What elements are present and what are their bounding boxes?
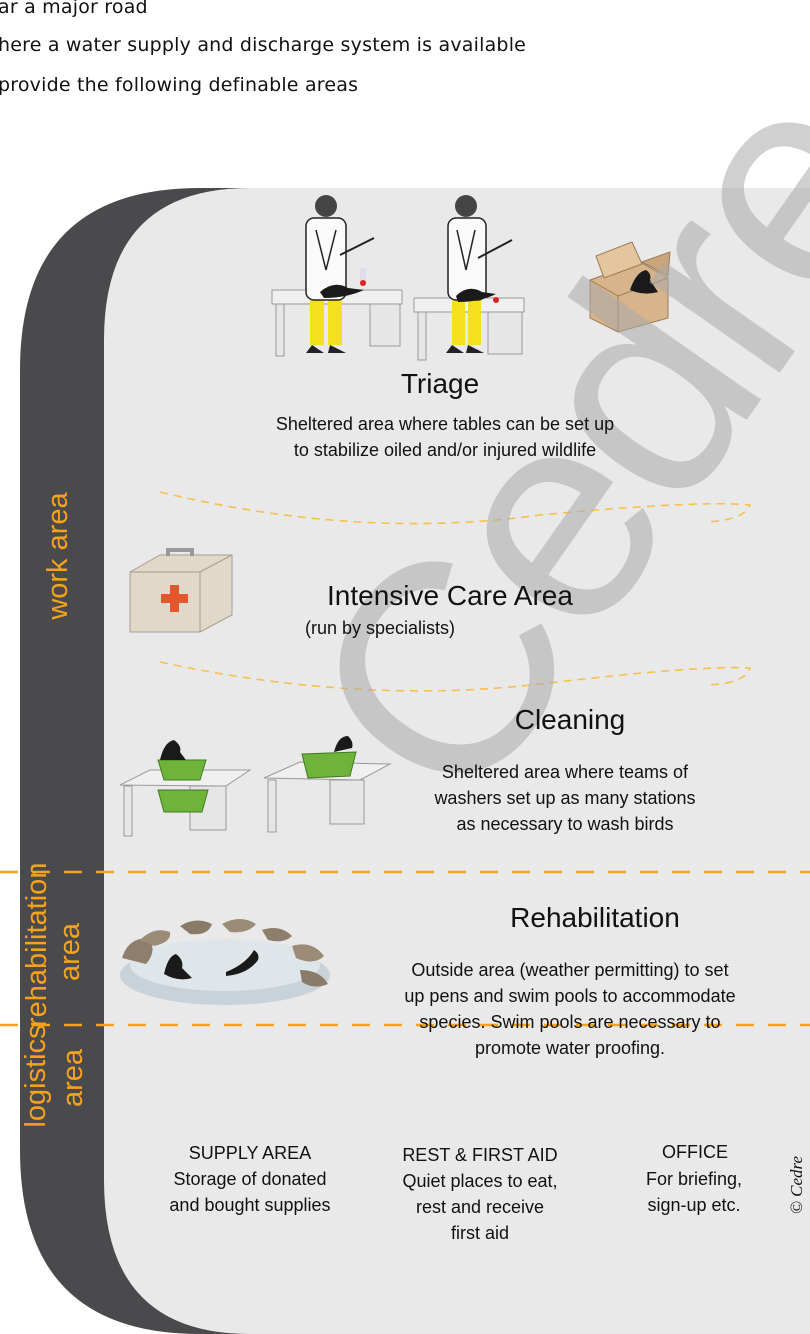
rest-line-2: rest and receive bbox=[415, 1197, 545, 1217]
triage-line-2: to stabilize oiled and/or injured wildli… bbox=[293, 440, 597, 460]
rest-line-3: first aid bbox=[450, 1223, 510, 1243]
supply-title: SUPPLY AREA bbox=[188, 1143, 312, 1163]
washing-station-icon-1 bbox=[119, 740, 252, 837]
washing-station-icon-2 bbox=[263, 736, 392, 833]
rehabilitation-line-4: promote water proofing. bbox=[474, 1038, 666, 1058]
content-panel bbox=[104, 188, 810, 1334]
rehabilitation-title: Rehabilitation bbox=[510, 902, 680, 933]
supply-line-2: and bought supplies bbox=[169, 1195, 331, 1215]
intensive-care-subtitle: (run by specialists) bbox=[304, 618, 456, 638]
cleaning-title: Cleaning bbox=[514, 704, 626, 735]
bird-in-box-icon bbox=[589, 241, 671, 333]
triage-line-1: Sheltered area where tables can be set u… bbox=[275, 414, 615, 434]
office-title: OFFICE bbox=[662, 1142, 728, 1162]
copyright: © Cedre bbox=[787, 1155, 806, 1215]
rehabilitation-line-2: up pens and swim pools to accommodate bbox=[404, 986, 736, 1006]
intro-line-1: ar a major road bbox=[0, 0, 148, 18]
rehabilitation-line-3: species. Swim pools are necessary to bbox=[419, 1012, 721, 1032]
supply-line-1: Storage of donated bbox=[173, 1169, 327, 1189]
intro-line-3: provide the following definable areas bbox=[0, 74, 359, 96]
zone-label-logistics: logistics bbox=[20, 1024, 52, 1128]
triage-title: Triage bbox=[400, 368, 480, 399]
office-line-1: For briefing, bbox=[645, 1169, 743, 1189]
intro-line-2: here a water supply and discharge system… bbox=[0, 34, 527, 56]
cleaning-line-3: as necessary to wash birds bbox=[456, 814, 674, 834]
vet-at-table-icon-1 bbox=[271, 195, 403, 357]
office-line-2: sign-up etc. bbox=[647, 1195, 741, 1215]
rest-line-1: Quiet places to eat, bbox=[402, 1171, 558, 1191]
flow-arrow-2 bbox=[159, 661, 752, 692]
zone-label-rehabilitation: rehabilitation bbox=[21, 862, 53, 1027]
first-aid-kit-icon bbox=[129, 548, 233, 633]
rehabilitation-line-1: Outside area (weather permitting) to set bbox=[411, 960, 729, 980]
flow-arrow-1 bbox=[159, 491, 752, 525]
rehab-pool-icon bbox=[120, 919, 330, 1005]
intensive-care-title: Intensive Care Area bbox=[327, 580, 573, 611]
zone-label-rehabilitation-area: area bbox=[54, 922, 86, 982]
cleaning-line-2: washers set up as many stations bbox=[434, 788, 696, 808]
rest-title: REST & FIRST AID bbox=[402, 1145, 558, 1165]
vet-at-table-icon-2 bbox=[413, 195, 525, 361]
cleaning-line-1: Sheltered area where teams of bbox=[441, 762, 689, 782]
zone-label-work-area: work area bbox=[42, 492, 74, 620]
zone-label-logistics-area: area bbox=[57, 1048, 89, 1108]
